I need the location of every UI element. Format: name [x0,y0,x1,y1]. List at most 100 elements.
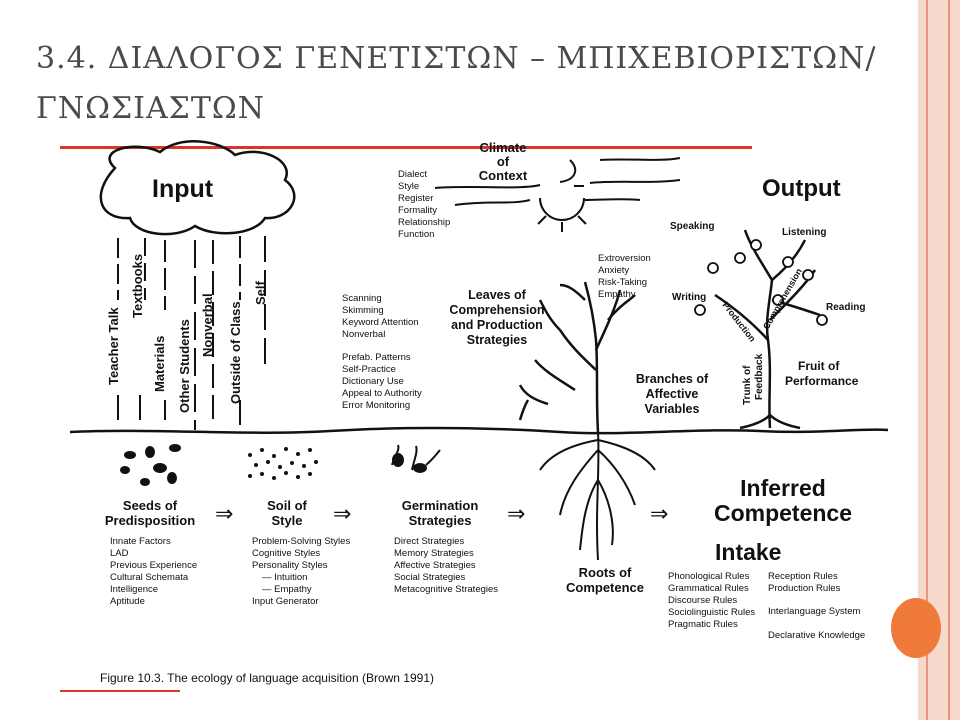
branch-comprehension: Comprehension [761,267,804,331]
roots-title: Roots of Competence [566,565,644,595]
soil-title-line: Soil of [267,498,307,513]
branch-speaking: Speaking [670,221,714,232]
germination-section: Germination Strategies Direct Strategies… [394,498,498,595]
strategy-item: Error Monitoring [342,400,410,411]
strategy-item: Skimming [342,305,384,316]
slide-title: 3.4. ΔΙΑΛΟΓΟΣ ΓΕΝΕΤΙΣΤΩΝ – ΜΠΙΧΕΒΙΟΡΙΣΤΩ… [36,34,896,134]
climate-item: Relationship [398,217,450,228]
side-stripe [926,0,928,720]
affective-title-line: Variables [645,402,700,416]
strategy-item: Prefab. Patterns [342,352,411,363]
bottom-rule [60,690,180,692]
seeds-item: Innate Factors [110,536,171,547]
germination-item: Metacognitive Strategies [394,584,498,595]
trunk-label: Trunk of [742,365,753,405]
rule-item: Declarative Knowledge [768,630,865,641]
leaves-title: Leaves of Comprehension and Production S… [449,288,544,347]
input-source-self: Self [253,280,268,305]
fruit-label: Fruit of [798,359,840,373]
affective-tree [518,281,636,433]
rule-item: Pragmatic Rules [668,619,738,630]
inferred-title-line: Inferred [740,475,826,501]
strategy-item: Appeal to Authority [342,388,422,399]
seed-shapes [120,444,181,486]
input-source-materials: Materials [152,336,167,392]
title-line-1: 3.4. ΔΙΑΛΟΓΟΣ ΓΕΝΕΤΙΣΤΩΝ – ΜΠΙΧΕΒΙΟΡΙΣΤΩ… [36,41,877,76]
flow-arrow: ⇒ [650,501,668,526]
affective-item: Risk-Taking [598,277,647,288]
input-source-nonverbal: Nonverbal [200,293,215,357]
fruit-circles [694,239,828,326]
output-title: Output [762,175,841,202]
branch-reading: Reading [826,302,865,313]
germination-item: Affective Strategies [394,560,476,571]
leaves-title-line: Leaves of [468,288,527,302]
strategy-item: Dictionary Use [342,376,404,387]
climate-item: Function [398,229,434,240]
soil-item: — Intuition [262,572,307,583]
input-source-textbooks: Textbooks [130,254,145,318]
climate-item: Style [398,181,419,192]
flow-arrow: ⇒ [333,501,351,526]
seeds-item: LAD [110,548,129,559]
figure-caption: Figure 10.3. The ecology of language acq… [100,671,434,685]
affective-title-line: Affective [646,387,699,401]
figure-frame [60,140,888,694]
strategy-item: Self-Practice [342,364,396,375]
germination-item: Social Strategies [394,572,466,583]
seeds-title-line: Seeds of [123,498,178,513]
flow-arrow: ⇒ [215,501,233,526]
climate-title: Climate of Context [479,140,528,183]
soil-item: Problem-Solving Styles [252,536,350,547]
strategies-list: Scanning Skimming Keyword Attention Nonv… [342,293,422,411]
climate-item: Formality [398,205,437,216]
flow-arrow: ⇒ [507,501,525,526]
title-line-2: ΓΝΩΣΙΑΣΤΩΝ [36,91,266,126]
rule-item: Discourse Rules [668,595,737,606]
roots-title-line: Roots of [579,565,632,580]
input-title: Input [152,175,214,203]
seeds-title-line: Predisposition [105,513,195,528]
seeds-item: Aptitude [110,596,145,607]
rule-item: Grammatical Rules [668,583,749,594]
inferred-title-line: Competence [714,500,852,526]
germination-item: Direct Strategies [394,536,464,547]
affective-item: Anxiety [598,265,629,276]
germination-title-line: Germination [402,498,479,513]
side-stripe [948,0,950,720]
roots-title-line: Competence [566,580,644,595]
soil-item: — Empathy [262,584,312,595]
soil-dots [248,447,318,480]
affective-item: Empathy [598,289,636,300]
input-source-outside-of-class: Outside of Class [228,301,243,404]
leaves-title-line: Comprehension [449,303,544,317]
seeds-item: Previous Experience [110,560,197,571]
seeds-section: Seeds of Predisposition Innate Factors L… [105,498,197,607]
climate-items: Dialect Style Register Formality Relatio… [398,169,450,240]
affective-items: Extroversion Anxiety Risk-Taking Empathy [598,253,651,300]
branch-listening: Listening [782,227,826,238]
leaves-title-line: Strategies [467,333,527,347]
soil-title-line: Style [271,513,302,528]
input-source-other-students: Other Students [177,319,192,413]
affective-title-line: Branches of [636,372,709,386]
title-rule [60,146,752,149]
affective-title: Branches of Affective Variables [636,372,709,416]
input-source-teacher-talk: Teacher Talk [106,307,121,385]
leaves-title-line: and Production [451,318,543,332]
soil-item: Personality Styles [252,560,328,571]
climate-title-line: of [497,154,510,169]
output-tree [714,229,821,430]
rule-item: Production Rules [768,583,841,594]
tree-roots [539,431,656,561]
strategy-item: Scanning [342,293,382,304]
inferred-section: Inferred Competence Intake Phonological … [668,475,865,641]
germination-title-line: Strategies [409,513,472,528]
soil-item: Input Generator [252,596,319,607]
trunk-label: Feedback [754,353,765,400]
germination-sprouts [391,444,441,473]
input-sources: Teacher Talk Textbooks Materials Other S… [106,254,268,413]
rule-item: Sociolinguistic Rules [668,607,755,618]
germination-item: Memory Strategies [394,548,474,559]
